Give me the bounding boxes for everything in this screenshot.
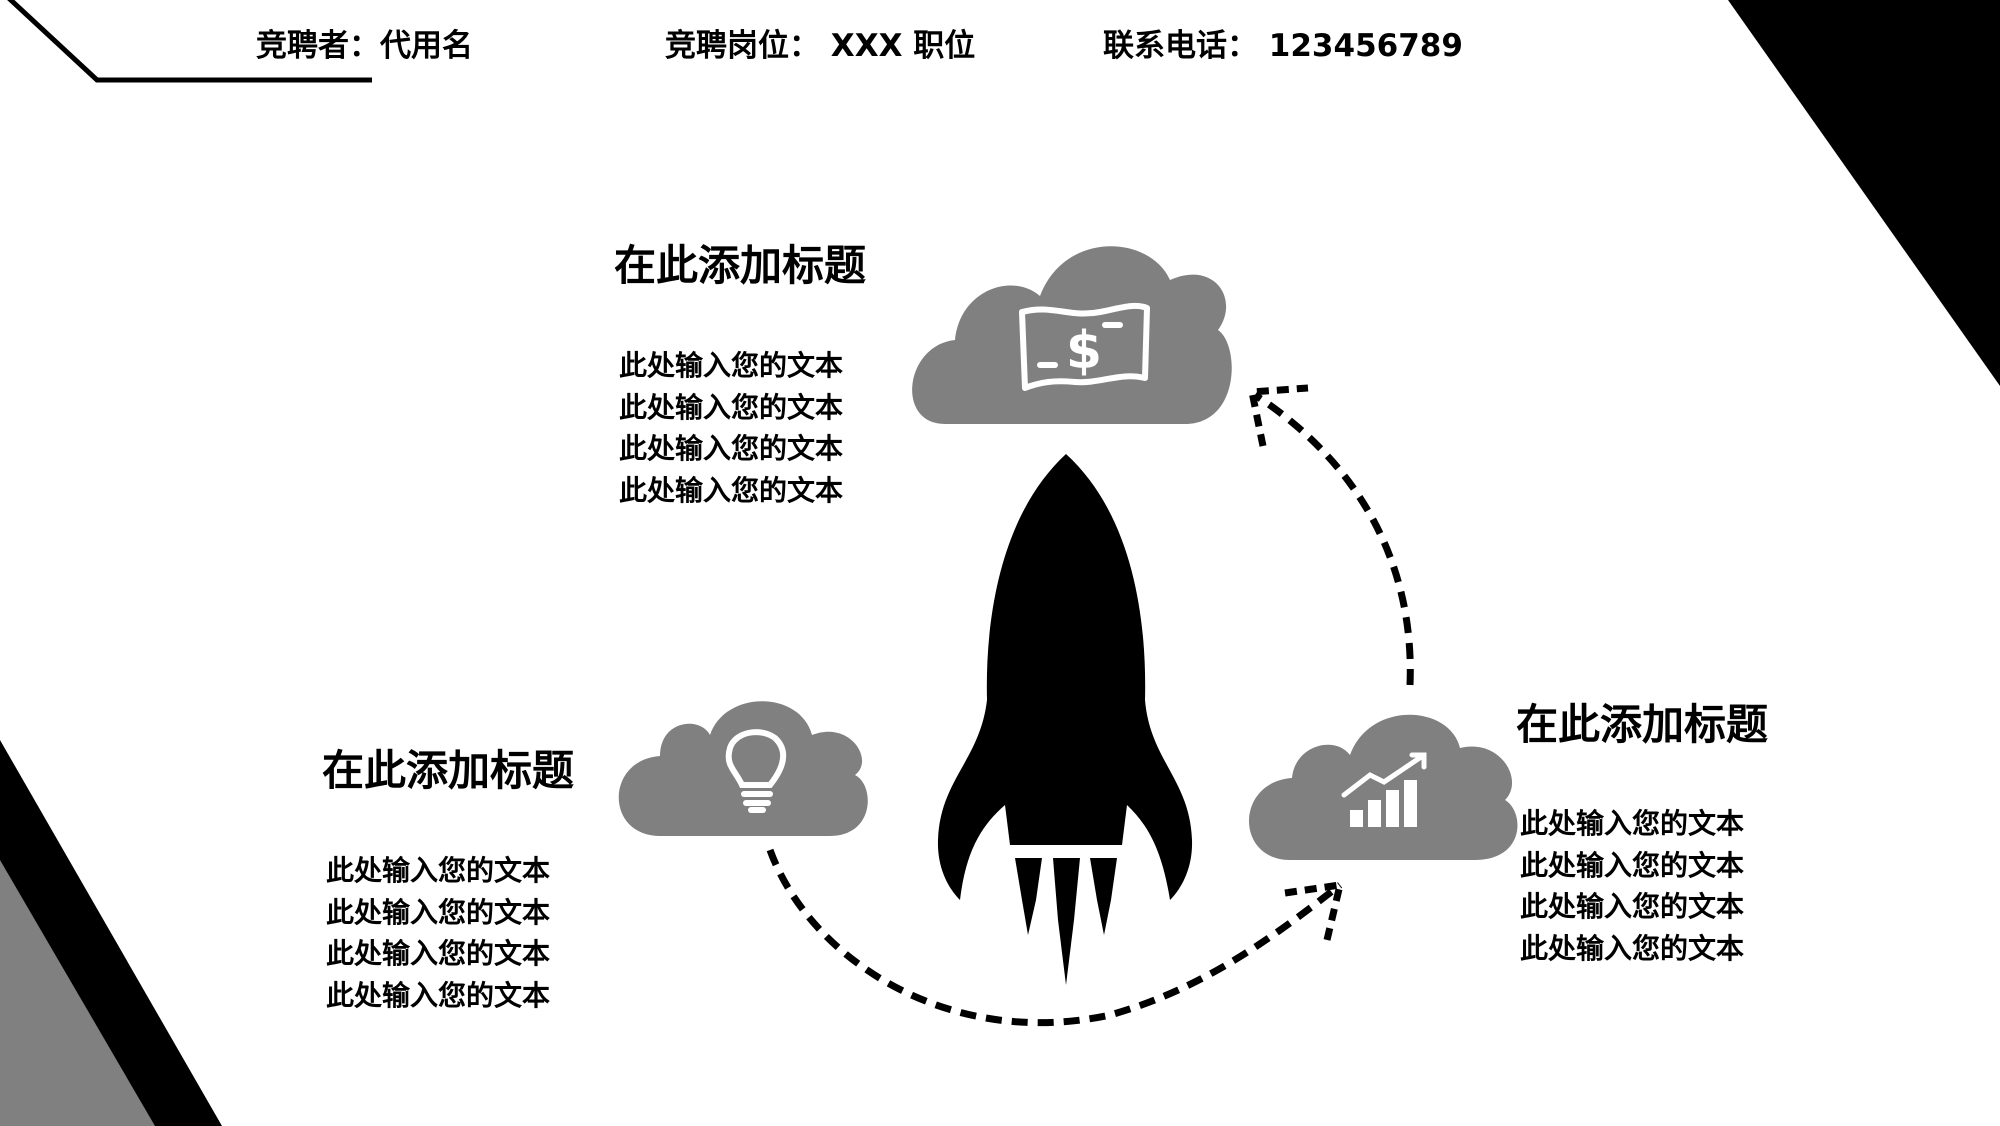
top-block-line: 此处输入您的文本 <box>619 349 844 382</box>
candidate-name: 竞聘者：代用名 <box>256 28 473 64</box>
left-block-line: 此处输入您的文本 <box>326 978 551 1012</box>
right-block-line: 此处输入您的文本 <box>1520 890 1745 924</box>
top-block-line: 此处输入您的文本 <box>619 473 844 507</box>
svg-text:$: $ <box>1066 321 1102 381</box>
right-arc-arrow <box>1253 392 1414 686</box>
contact-phone: 联系电话： 123456789 <box>1103 28 1463 64</box>
right-block-title: 在此添加标题 <box>1516 700 1769 749</box>
right-block-line: 此处输入您的文本 <box>1520 807 1745 840</box>
bottom-arc-arrow <box>766 848 1343 1027</box>
left-block-text: 此处输入您的文本 此处输入您的文本 此处输入您的文本 此处输入您的文本 <box>326 850 550 1016</box>
left-block-line: 此处输入您的文本 <box>326 854 551 887</box>
top-right-black-shape <box>1728 0 2000 386</box>
left-block-title: 在此添加标题 <box>322 746 575 795</box>
top-cloud: $ <box>912 246 1232 424</box>
bottom-left-gray-shape <box>0 860 155 1126</box>
right-block-line: 此处输入您的文本 <box>1520 848 1745 882</box>
money-icon: $ <box>1019 302 1150 391</box>
job-position: 竞聘岗位： XXX 职位 <box>665 28 976 64</box>
top-left-line <box>7 0 372 83</box>
left-cloud <box>618 701 868 836</box>
left-block-line: 此处输入您的文本 <box>326 937 551 971</box>
top-block-text: 此处输入您的文本 此处输入您的文本 此处输入您的文本 此处输入您的文本 <box>619 345 843 511</box>
top-block-title: 在此添加标题 <box>614 241 867 290</box>
right-block-text: 此处输入您的文本 此处输入您的文本 此处输入您的文本 此处输入您的文本 <box>1520 803 1744 969</box>
top-block-line: 此处输入您的文本 <box>619 390 844 424</box>
lightbulb-icon <box>725 729 787 813</box>
rocket-icon <box>937 454 1193 985</box>
cycle-arrows <box>766 392 1414 1027</box>
right-cloud <box>1248 714 1518 860</box>
growth-chart-icon <box>1341 752 1427 827</box>
right-block-line: 此处输入您的文本 <box>1520 931 1745 965</box>
top-block-line: 此处输入您的文本 <box>619 432 844 466</box>
left-block-line: 此处输入您的文本 <box>326 895 551 929</box>
